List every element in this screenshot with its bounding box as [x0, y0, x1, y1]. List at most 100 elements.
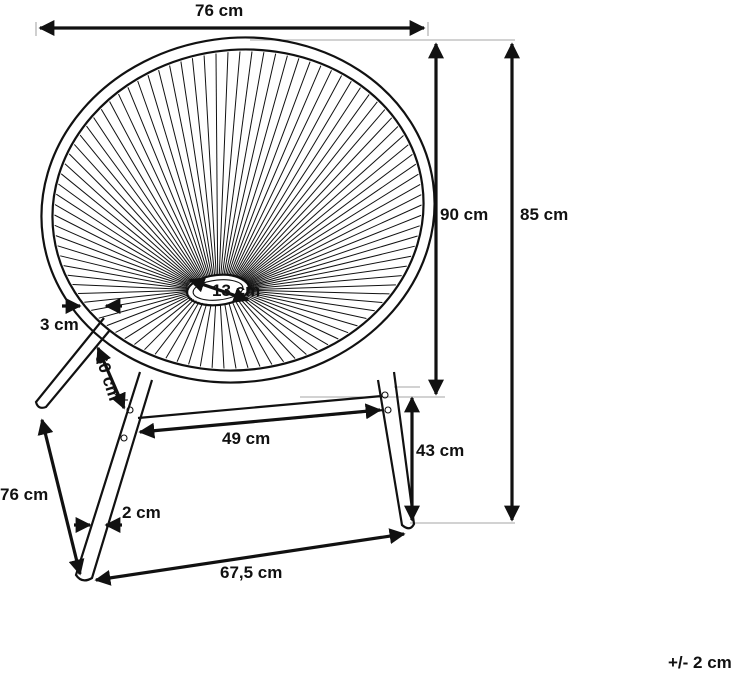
cord-line	[234, 81, 352, 278]
cord-line	[55, 235, 189, 286]
cord-line	[238, 300, 285, 363]
cord-line	[118, 93, 205, 277]
cord-line	[84, 290, 188, 303]
cord-line	[67, 274, 188, 289]
cord-line	[224, 304, 237, 369]
cord-line	[188, 303, 208, 365]
height-back-label: 85 cm	[520, 205, 568, 224]
cord-line	[57, 245, 189, 287]
cord-line	[242, 298, 307, 355]
cord-line	[246, 295, 339, 340]
leg-spread-label: 49 cm	[222, 429, 270, 448]
cord-line	[68, 153, 196, 281]
cord-line	[240, 126, 399, 281]
cord-line	[236, 94, 370, 279]
cord-line	[93, 117, 201, 279]
cord-line	[242, 144, 409, 282]
cord-line	[248, 255, 412, 288]
cord-line	[215, 53, 219, 276]
cord-line	[86, 125, 200, 279]
cord-line	[78, 289, 188, 294]
cord-line	[247, 225, 420, 286]
frame-tube-label: 3 cm	[40, 315, 79, 334]
cord-line	[219, 304, 225, 369]
cord-line	[235, 87, 361, 278]
cord-line	[246, 214, 422, 286]
cord-line	[247, 235, 418, 287]
cord-line	[220, 51, 241, 276]
cord-line	[248, 289, 390, 295]
width-top-label: 76 cm	[195, 1, 243, 20]
cord-line	[248, 291, 375, 312]
tolerance-label: +/- 2 cm	[668, 653, 732, 672]
cord-line	[229, 61, 311, 277]
cord-line	[248, 265, 407, 289]
cord-line	[247, 293, 358, 327]
seat-height-label: 43 cm	[416, 441, 464, 460]
cord-line	[60, 173, 194, 282]
cord-line	[144, 299, 195, 351]
cord-line	[109, 101, 204, 278]
cord-line	[235, 301, 273, 365]
cord-line	[248, 292, 367, 319]
cord-line	[54, 224, 190, 285]
cord-line	[245, 296, 329, 346]
cord-line	[203, 55, 217, 276]
cord-line	[228, 303, 249, 368]
cord-line	[127, 87, 206, 277]
cord-line	[154, 300, 197, 355]
cord-line	[245, 194, 422, 285]
cord-line	[73, 144, 197, 280]
cord-line	[147, 75, 209, 276]
cord-line	[64, 163, 195, 281]
height-total-label: 90 cm	[440, 205, 488, 224]
center-ring-label: 13 cm	[212, 281, 260, 300]
dimension-arrows	[37, 20, 520, 586]
cord-line	[100, 108, 202, 278]
cord-line	[227, 58, 300, 276]
cord-line	[158, 69, 211, 276]
cord-line	[124, 296, 191, 340]
seat-depth-label: 60 cm	[91, 351, 124, 403]
cord-line	[54, 214, 191, 285]
cord-line	[247, 294, 349, 334]
woven-cords	[54, 51, 422, 369]
cord-line	[63, 265, 188, 289]
cord-line	[246, 204, 422, 285]
cord-line	[169, 65, 212, 276]
cord-line	[240, 299, 296, 359]
cord-line	[218, 52, 229, 276]
cord-line	[238, 109, 386, 280]
cord-line	[98, 293, 188, 319]
cord-line	[243, 163, 417, 283]
cord-line	[134, 297, 193, 345]
cord-line	[106, 294, 189, 327]
cord-line	[221, 51, 253, 276]
cord-line	[224, 53, 277, 276]
cord-line	[244, 297, 318, 351]
cord-line	[115, 295, 190, 333]
cord-line	[244, 173, 419, 283]
cord-line	[245, 183, 421, 284]
cord-line	[211, 304, 217, 368]
cord-line	[232, 302, 261, 367]
cord-line	[79, 134, 198, 280]
cord-line	[237, 101, 378, 279]
cord-line	[233, 75, 343, 278]
cord-line	[248, 290, 383, 303]
cord-line	[231, 70, 332, 277]
leg-tube-label: 2 cm	[122, 503, 161, 522]
cord-line	[243, 154, 413, 282]
cord-line	[199, 304, 212, 367]
cord-line	[176, 302, 204, 362]
cord-line	[248, 284, 396, 291]
cord-line	[241, 135, 404, 281]
cord-line	[248, 245, 415, 288]
cord-line	[58, 183, 193, 283]
cord-line	[239, 117, 393, 280]
cord-line	[60, 255, 188, 288]
cord-line	[226, 55, 288, 276]
cord-line	[223, 52, 265, 276]
